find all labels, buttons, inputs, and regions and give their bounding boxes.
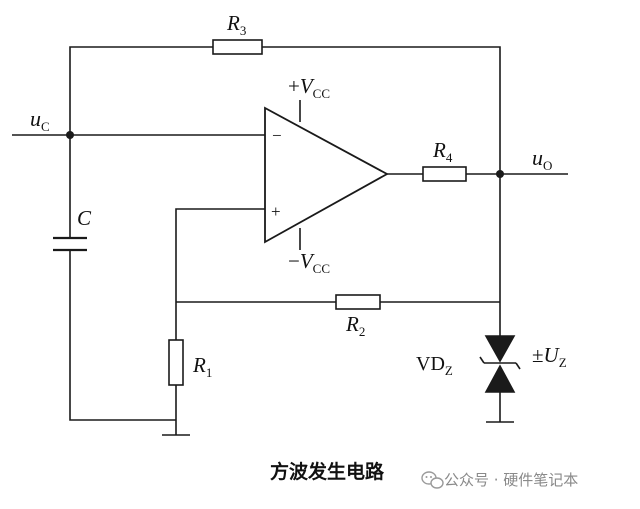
label-uz: ±UZ (532, 343, 567, 370)
junction-uo (496, 170, 504, 178)
wechat-icon (421, 471, 444, 489)
opamp-plus-sign: + (271, 202, 281, 221)
watermark-text: 公众号 · 硬件笔记本 (444, 471, 578, 489)
wire-r3-feedback (69, 46, 501, 174)
resistor-r1 (168, 339, 184, 386)
zener-diode-vdz (479, 335, 521, 393)
opamp-triangle (264, 106, 389, 244)
wire-capacitor-branch (69, 135, 176, 421)
label-c: C (77, 206, 92, 230)
wire-noninverting-input (175, 208, 265, 435)
label-uc: uC (30, 106, 50, 134)
caption: 方波发生电路 (270, 460, 385, 483)
opamp-minus-sign: − (272, 126, 282, 145)
resistor-r4 (422, 166, 467, 182)
resistor-r3 (212, 39, 263, 55)
label-r4: R4 (432, 138, 453, 165)
label-r2: R2 (345, 312, 365, 339)
label-uo: uO (532, 145, 552, 173)
label-vcc-positive: +VCC (288, 74, 330, 101)
resistor-r2 (335, 294, 381, 310)
label-r3: R3 (226, 11, 246, 38)
label-vcc-negative: −VCC (288, 249, 330, 276)
label-r1: R1 (192, 353, 212, 380)
label-vdz: VDZ (416, 353, 453, 378)
capacitor-c (53, 236, 87, 252)
junction-uc (66, 131, 74, 139)
